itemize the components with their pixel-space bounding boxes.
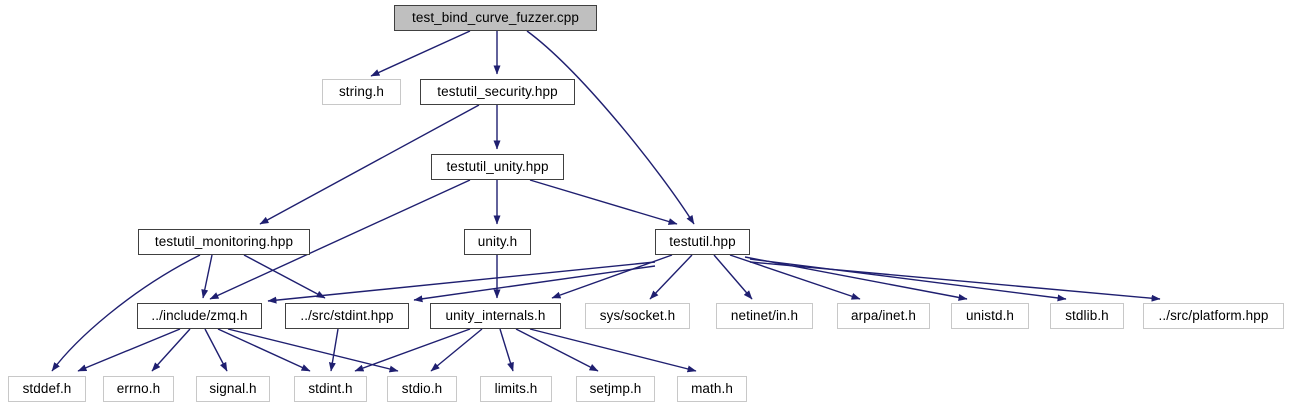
- graph-node-label: test_bind_curve_fuzzer.cpp: [412, 10, 579, 26]
- edge-zmq_h-to-errno_h: [151, 328, 191, 372]
- graph-node-errno_h[interactable]: errno.h: [103, 376, 174, 402]
- graph-node-src_stdint_hpp[interactable]: ../src/stdint.hpp: [285, 303, 409, 329]
- graph-node-testutil_security[interactable]: testutil_security.hpp: [420, 79, 575, 105]
- edge-unity_internals-to-stdio_h: [430, 328, 483, 372]
- graph-node-label: string.h: [338, 84, 385, 100]
- edge-zmq_h-to-stdint_h: [217, 328, 311, 372]
- graph-node-math_h[interactable]: math.h: [677, 376, 747, 402]
- edge-root-to-string_h: [370, 30, 471, 77]
- graph-node-label: stdint.h: [308, 381, 353, 397]
- graph-node-label: testutil.hpp: [669, 234, 736, 250]
- edge-testutil_unity-to-testutil_hpp: [529, 179, 678, 225]
- graph-node-label: unistd.h: [965, 308, 1015, 324]
- edge-zmq_h-to-stdio_h: [227, 328, 399, 373]
- graph-node-label: ../src/platform.hpp: [1158, 308, 1269, 324]
- graph-node-unity_h[interactable]: unity.h: [464, 229, 531, 255]
- graph-node-label: testutil_security.hpp: [437, 84, 558, 100]
- graph-node-label: signal.h: [209, 381, 257, 397]
- edge-testutil_monitoring-to-stddef_h: [51, 254, 201, 372]
- edge-testutil_monitoring-to-zmq_h: [201, 254, 213, 299]
- graph-node-limits_h[interactable]: limits.h: [480, 376, 552, 402]
- graph-node-label: stddef.h: [22, 381, 72, 397]
- edge-testutil_hpp-to-arpa_inet: [729, 254, 861, 300]
- edge-testutil_hpp-to-src_stdint_hpp: [413, 265, 656, 303]
- graph-node-stdio_h[interactable]: stdio.h: [387, 376, 457, 402]
- graph-node-platform_hpp[interactable]: ../src/platform.hpp: [1143, 303, 1284, 329]
- graph-node-arpa_inet[interactable]: arpa/inet.h: [837, 303, 930, 329]
- graph-node-stdint_h[interactable]: stdint.h: [294, 376, 367, 402]
- graph-node-signal_h[interactable]: signal.h: [196, 376, 270, 402]
- edge-unity_internals-to-limits_h: [499, 328, 514, 372]
- graph-node-label: testutil_monitoring.hpp: [154, 234, 294, 250]
- graph-node-setjmp_h[interactable]: setjmp.h: [576, 376, 655, 402]
- graph-node-label: netinet/in.h: [730, 308, 799, 324]
- graph-node-label: stdlib.h: [1065, 308, 1109, 324]
- edge-zmq_h-to-signal_h: [204, 328, 228, 372]
- graph-node-stddef_h[interactable]: stddef.h: [8, 376, 86, 402]
- edge-src_stdint_hpp-to-stdint_h: [328, 328, 339, 372]
- edge-testutil_monitoring-to-src_stdint_hpp: [243, 254, 326, 299]
- graph-node-label: sys/socket.h: [599, 308, 676, 324]
- graph-node-testutil_hpp[interactable]: testutil.hpp: [655, 229, 750, 255]
- edge-zmq_h-to-stddef_h: [77, 328, 181, 372]
- graph-node-label: unity_internals.h: [445, 308, 546, 324]
- graph-node-string_h[interactable]: string.h: [322, 79, 401, 105]
- edge-unity_internals-to-setjmp_h: [515, 328, 599, 372]
- edge-unity_internals-to-math_h: [529, 328, 697, 373]
- graph-node-label: setjmp.h: [589, 381, 642, 397]
- graph-node-testutil_monitoring[interactable]: testutil_monitoring.hpp: [138, 229, 310, 255]
- edge-testutil_hpp-to-stdlib_h: [749, 258, 1067, 302]
- edge-testutil_hpp-to-sys_socket: [649, 254, 693, 300]
- graph-node-stdlib_h[interactable]: stdlib.h: [1050, 303, 1124, 329]
- edge-testutil_hpp-to-platform_hpp: [749, 261, 1161, 302]
- graph-node-label: math.h: [691, 381, 733, 397]
- graph-node-label: ../src/stdint.hpp: [300, 308, 394, 324]
- graph-node-unistd_h[interactable]: unistd.h: [951, 303, 1029, 329]
- graph-node-zmq_h[interactable]: ../include/zmq.h: [137, 303, 262, 329]
- graph-node-netinet_in[interactable]: netinet/in.h: [716, 303, 813, 329]
- graph-node-unity_internals[interactable]: unity_internals.h: [430, 303, 561, 329]
- edge-group: [51, 30, 1161, 373]
- edge-testutil_hpp-to-netinet_in: [713, 254, 753, 300]
- graph-node-root[interactable]: test_bind_curve_fuzzer.cpp: [394, 5, 597, 31]
- edge-testutil_hpp-to-unistd_h: [744, 256, 968, 301]
- edge-testutil_hpp-to-zmq_h: [267, 261, 656, 304]
- edge-root-to-testutil_hpp: [526, 30, 695, 225]
- edge-testutil_unity-to-zmq_h: [209, 179, 471, 300]
- graph-node-label: testutil_unity.hpp: [446, 159, 549, 175]
- graph-node-label: ../include/zmq.h: [151, 308, 248, 324]
- graph-node-label: unity.h: [477, 234, 518, 250]
- graph-node-label: stdio.h: [401, 381, 443, 397]
- edge-testutil_hpp-to-unity_internals: [551, 254, 673, 299]
- graph-node-testutil_unity[interactable]: testutil_unity.hpp: [431, 154, 564, 180]
- graph-node-sys_socket[interactable]: sys/socket.h: [585, 303, 690, 329]
- graph-node-label: limits.h: [494, 381, 538, 397]
- edge-testutil_security-to-testutil_monitoring: [259, 104, 480, 225]
- edge-unity_internals-to-stdint_h: [354, 328, 471, 372]
- graph-node-label: errno.h: [116, 381, 161, 397]
- graph-node-label: arpa/inet.h: [851, 308, 916, 324]
